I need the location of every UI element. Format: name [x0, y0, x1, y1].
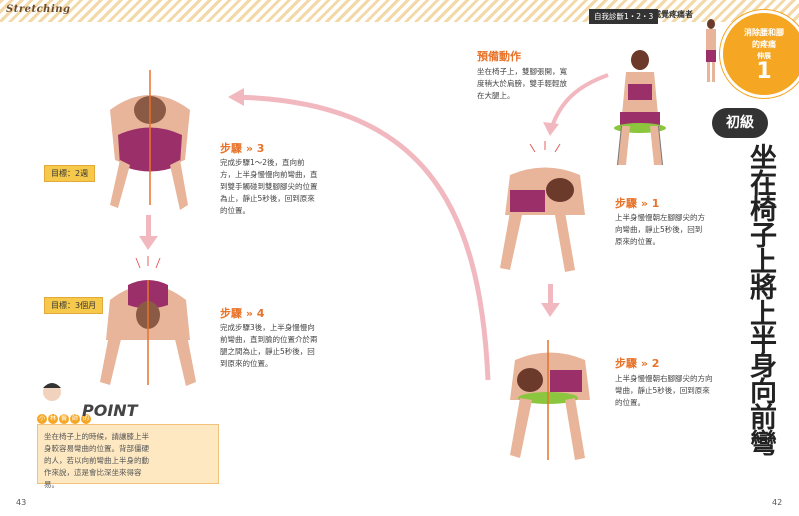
step3-title: 步驟 » 3 — [220, 142, 265, 155]
point-dots: 小林醫師的 — [37, 405, 92, 424]
audience-tag: 威覺疼痛者 — [653, 10, 693, 19]
diagnosis-tag: 自我診斷1・2・3 — [589, 9, 659, 24]
prep-title: 預備動作 — [477, 50, 521, 63]
arrow-down-right-head — [541, 303, 560, 317]
step3-text: 完成步驟1～2後，直向前方，上半身慢慢向前彎曲，直到雙手觸碰到雙腳腳尖的位置為止… — [220, 158, 318, 215]
figure-badge-model — [706, 19, 716, 82]
figure-step4 — [100, 256, 196, 386]
point-box — [37, 424, 219, 484]
point-dot: 林 — [48, 414, 58, 424]
stretch-badge: 消除腰和腳 的疼痛 伸展 1 — [720, 10, 799, 98]
step2-text: 上半身慢慢朝右腳腳尖的方向彎曲，靜止5秒後，回到原來的位置。 — [615, 374, 713, 407]
top-curve-arrow-head — [543, 122, 559, 136]
page-number-left: 43 — [16, 498, 27, 507]
step1-title: 步驟 » 1 — [615, 197, 660, 210]
prep-text: 坐在椅子上，雙腳張開，寬度稍大於肩膀，雙手輕輕放在大腿上。 — [477, 67, 567, 100]
level-label: 初級 — [712, 108, 768, 138]
badge-line3: 伸展 — [757, 52, 771, 60]
step4-text: 完成步驟3後，上半身慢慢向前彎曲，直到臉的位置介於兩腿之間為止，靜止5秒後，回到… — [220, 323, 318, 368]
arrow-down-left — [146, 215, 151, 237]
point-text: 坐在椅子上的時候，請讓膝上半身較容易彎曲的位置。背部僵硬的人，若以向前彎曲上半身… — [44, 432, 149, 489]
curve-arrow-head — [228, 88, 244, 106]
step4-title: 步驟 » 4 — [220, 307, 265, 320]
curve-arrow — [231, 94, 491, 381]
figure-step3 — [110, 70, 190, 210]
arrow-down-left-head — [139, 236, 158, 250]
point-dot: 師 — [70, 414, 80, 424]
step3-goal: 目標：2週 — [44, 165, 96, 182]
point-dot: 小 — [37, 414, 47, 424]
top-curve-arrow — [549, 73, 609, 131]
badge-line2: 的疼痛 — [752, 40, 776, 49]
step4-goal: 目標：3個月 — [44, 297, 104, 314]
step1-text: 上半身慢慢朝左腳腳尖的方向彎曲，靜止5秒後，回到原來的位置。 — [615, 213, 705, 246]
point-dot: 的 — [81, 414, 91, 424]
page-number-right: 42 — [772, 498, 783, 507]
figure-step2 — [510, 340, 590, 460]
brand-label: Stretching — [6, 4, 71, 15]
badge-number: 1 — [756, 59, 772, 84]
arrow-down-right — [548, 284, 553, 304]
point-dot: 醫 — [59, 414, 69, 424]
badge-line1: 消除腰和腳 — [744, 28, 784, 37]
figure-step1 — [500, 141, 585, 272]
step2-title: 步驟 » 2 — [615, 357, 660, 370]
doctor-avatar — [43, 383, 61, 401]
page-title: 坐在椅子上將上半身向前彎 — [745, 143, 776, 455]
point-label: POINT — [82, 401, 138, 420]
figure-prep — [614, 50, 666, 166]
